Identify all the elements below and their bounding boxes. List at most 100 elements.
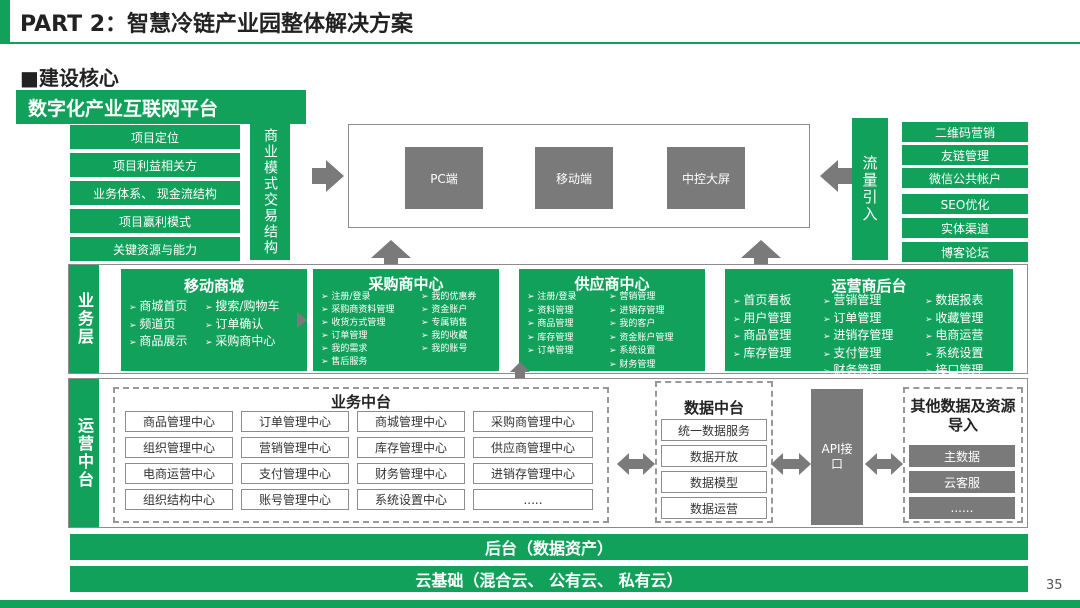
list-item: 售后服务 [321,356,394,369]
arrow-up-icon [741,240,781,258]
list-item: 进销存管理 [609,305,673,319]
list-item: 库存管理 [527,332,576,346]
list-item: 收货方式管理 [321,317,394,330]
footer-bar [0,600,1080,608]
biz-core-cell: 组织管理中心 [125,437,233,458]
arrow-stem [838,168,852,184]
list-item: 采购商资料管理 [321,304,394,317]
business-layer-label: 业务层 [69,265,99,373]
arrow-stem [384,258,398,266]
biz-core-cell: 进销存管理中心 [473,463,593,484]
page-number: 35 [1046,578,1063,593]
business-model-item: 项目赢利模式 [70,209,240,233]
list-item: 系统设置 [609,345,673,359]
double-arrow-icon [617,453,655,475]
mobile-mall-title: 移动商城 [183,277,244,295]
list-item: 资料管理 [527,305,576,319]
biz-core-cell: 营销管理中心 [241,437,349,458]
list-item: 营销管理 [823,293,893,311]
other-data-title: 其他数据及资源导入 [910,397,1016,434]
list-item: 我的优惠券 [421,291,476,304]
purchaser-title: 采购商中心 [368,275,444,293]
list-item: 注册/登录 [321,291,394,304]
supplier-panel: 供应商中心 注册/登录 资料管理 商品管理 库存管理 订单管理 营销管理 进销存… [519,269,705,371]
arrow-left-icon [820,160,838,192]
list-item: 订单管理 [527,345,576,359]
list-item: 商城首页 [129,299,187,317]
business-model-label: 商业模式交易结构 [250,124,290,260]
list-item: 我的收藏 [421,330,476,343]
biz-core-cell: 组织结构中心 [125,489,233,510]
traffic-item: 微信公共帐户 [902,168,1028,188]
list-item: 财务管理 [823,363,893,381]
traffic-item: SEO优化 [902,194,1028,214]
list-item: 采购商中心 [205,334,279,352]
list-item: 搜索/购物车 [205,299,279,317]
list-item: 商品管理 [527,318,576,332]
traffic-item: 实体渠道 [902,218,1028,238]
list-item: 专属销售 [421,317,476,330]
business-model-item: 业务体系、 现金流结构 [70,181,240,205]
list-item: 接口管理 [925,363,983,381]
data-core-item: 统一数据服务 [661,419,767,441]
purchaser-col2: 我的优惠券 资金账户 专属销售 我的收藏 我的账号 [421,291,476,356]
list-item: 我的客户 [609,318,673,332]
biz-core-cell: 商品管理中心 [125,411,233,432]
section-title: ■建设核心 [20,66,119,90]
list-item: 资金账户 [421,304,476,317]
supplier-col1: 注册/登录 资料管理 商品管理 库存管理 订单管理 [527,291,576,359]
list-item: 用户管理 [733,311,791,329]
data-core-panel: 数据中台 统一数据服务 数据开放 数据模型 数据运营 [655,381,773,523]
page-title: PART 2：智慧冷链产业园整体解决方案 [20,12,414,37]
other-data-item: 主数据 [909,445,1015,467]
arrow-right-icon [326,160,344,192]
biz-core-cell: ..... [473,489,593,510]
biz-core-title: 业务中台 [330,393,391,411]
other-data-item: 云客服 [909,471,1015,493]
list-item: 我的账号 [421,343,476,356]
list-item: 系统设置 [925,346,983,364]
arrow-up-icon [510,362,530,372]
list-item: 首页看板 [733,293,791,311]
list-item: 订单管理 [321,330,394,343]
biz-core-cell: 供应商管理中心 [473,437,593,458]
operator-title: 运营商后台 [831,277,907,295]
traffic-item: 二维码营销 [902,122,1028,142]
endpoint-dashboard: 中控大屏 [667,147,745,209]
data-core-item: 数据开放 [661,445,767,467]
double-arrow-icon [771,453,811,475]
ops-layer: 运营中台 业务中台 商品管理中心 订单管理中心 商城管理中心 采购商管理中心 组… [68,378,1028,528]
biz-core-cell: 电商运营中心 [125,463,233,484]
ops-layer-label: 运营中台 [69,379,99,527]
biz-core-cell: 商城管理中心 [357,411,465,432]
title-bar: PART 2：智慧冷链产业园整体解决方案 [0,0,1080,44]
list-item: 营销管理 [609,291,673,305]
business-model-item: 关键资源与能力 [70,237,240,261]
list-item: 我的需求 [321,343,394,356]
biz-core-cell: 财务管理中心 [357,463,465,484]
operator-panel: 运营商后台 首页看板 用户管理 商品管理 库存管理 营销管理 订单管理 进销存管… [725,269,1013,377]
cloud-bar: 云基础（混合云、 公有云、 私有云） [70,566,1028,592]
arrow-up-icon [371,240,411,258]
backend-bar: 后台（数据资产） [70,534,1028,560]
list-item: 频道页 [129,317,187,335]
arrow-stem [754,258,768,266]
other-data-item: ...... [909,497,1015,519]
list-item: 进销存管理 [823,328,893,346]
biz-core-panel: 业务中台 商品管理中心 订单管理中心 商城管理中心 采购商管理中心 组织管理中心… [113,387,609,523]
supplier-col2: 营销管理 进销存管理 我的客户 资金账户管理 系统设置 财务管理 [609,291,673,372]
mobile-mall-col2: 搜索/购物车 订单确认 采购商中心 [205,299,279,352]
biz-core-cell: 库存管理中心 [357,437,465,458]
business-model-item: 项目利益相关方 [70,153,240,177]
list-item: 订单确认 [205,317,279,335]
data-core-item: 数据运营 [661,497,767,519]
endpoints-panel: PC端 移动端 中控大屏 [348,124,810,228]
api-interface: API接口 [811,389,863,525]
mobile-mall-panel: 移动商城 商城首页 频道页 商品展示 搜索/购物车 订单确认 采购商中心 [121,269,307,371]
purchaser-col1: 注册/登录 采购商资料管理 收货方式管理 订单管理 我的需求 售后服务 [321,291,394,369]
purchaser-panel: 采购商中心 注册/登录 采购商资料管理 收货方式管理 订单管理 我的需求 售后服… [313,269,499,371]
biz-core-cell: 系统设置中心 [357,489,465,510]
biz-core-cell: 支付管理中心 [241,463,349,484]
list-item: 收藏管理 [925,311,983,329]
biz-core-cell: 采购商管理中心 [473,411,593,432]
